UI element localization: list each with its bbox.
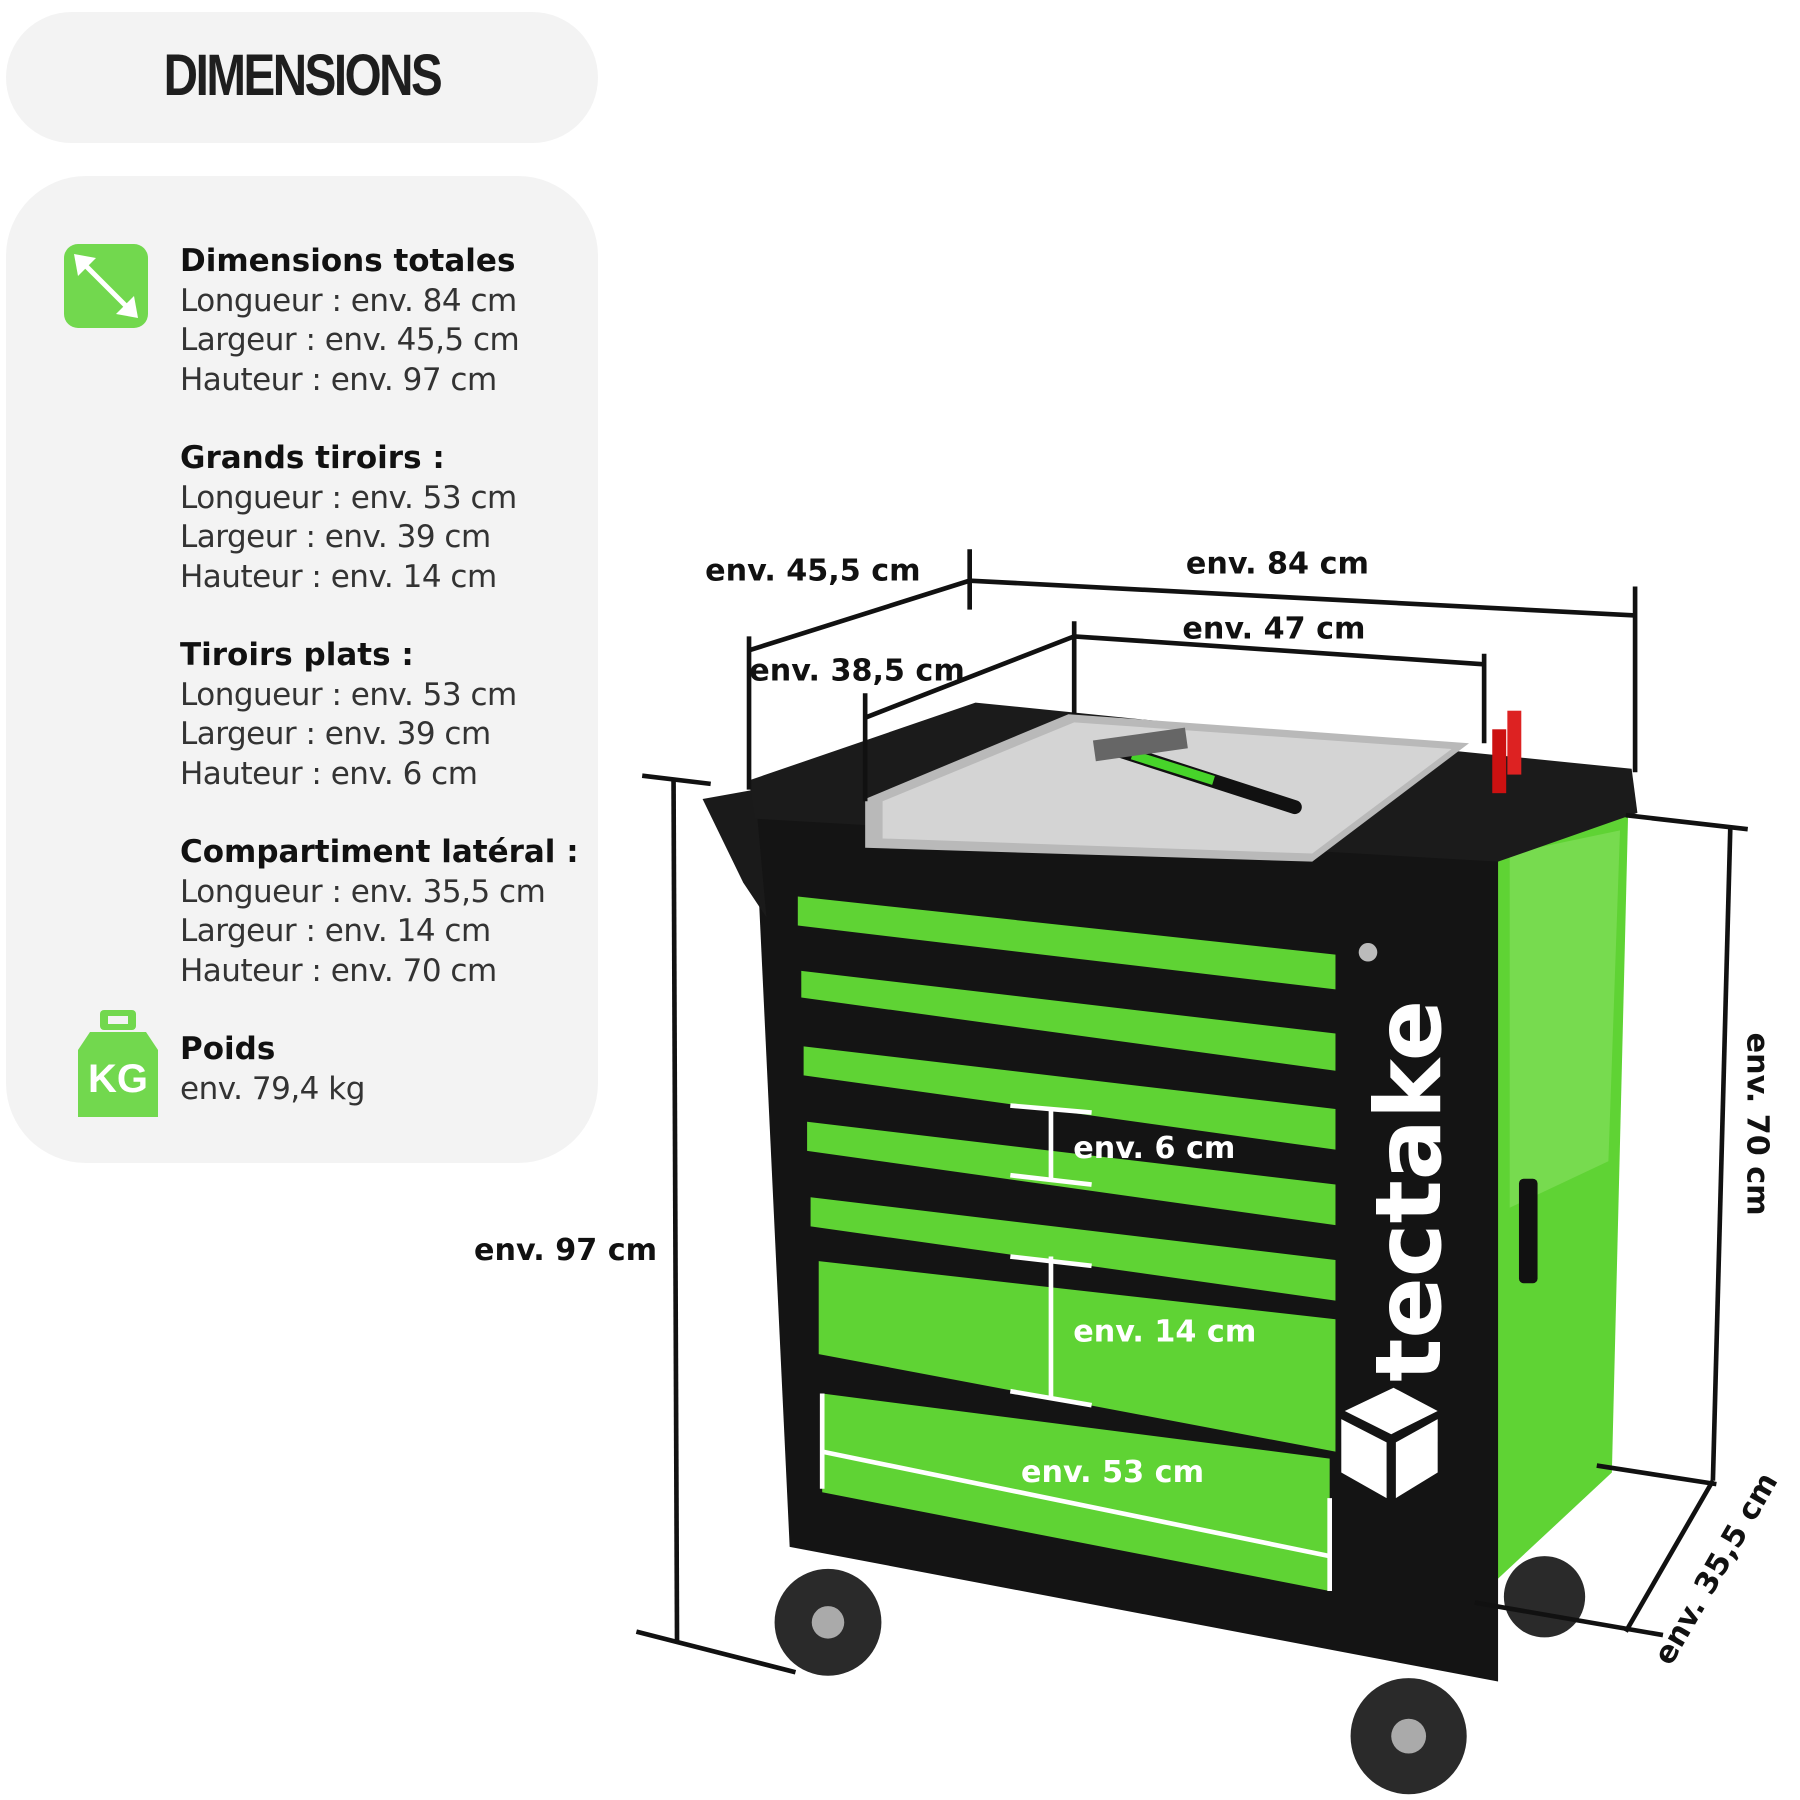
- label-tray-length: env. 47 cm: [1182, 612, 1365, 647]
- lock-icon: [1358, 942, 1378, 962]
- section-line: Hauteur : env. 97 cm: [180, 361, 497, 398]
- section-large-drawers: Grands tiroirs : Longueur : env. 53 cm L…: [180, 439, 517, 597]
- side-lock-icon: [1518, 1178, 1538, 1284]
- drawers: [797, 896, 1336, 1591]
- drawer: [797, 896, 1336, 990]
- drawer: [803, 1046, 1336, 1150]
- section-line: Largeur : env. 39 cm: [180, 716, 491, 752]
- section-heading: Poids: [180, 1031, 276, 1067]
- label-tray-depth: env. 38,5 cm: [749, 654, 965, 689]
- label-flat-drawer-height: env. 6 cm: [1073, 1131, 1235, 1166]
- section-line: Hauteur : env. 14 cm: [180, 558, 497, 595]
- label-drawer-length: env. 53 cm: [1021, 1455, 1204, 1490]
- drawer: [810, 1197, 1336, 1301]
- section-line: Largeur : env. 45,5 cm: [180, 322, 520, 358]
- label-depth-total: env. 45,5 cm: [705, 554, 921, 589]
- section-flat-drawers: Tiroirs plats : Longueur : env. 53 cm La…: [180, 636, 517, 794]
- svg-text:KG: KG: [88, 1057, 148, 1101]
- section-line: Hauteur : env. 70 cm: [180, 952, 497, 989]
- diagonal-arrows-icon: [64, 244, 148, 328]
- drawer-dimension-lines: [819, 1103, 1332, 1591]
- wheel: [1503, 1556, 1586, 1638]
- section-line: Largeur : env. 39 cm: [180, 519, 491, 555]
- section-line: Longueur : env. 84 cm: [180, 282, 517, 319]
- section-line: Hauteur : env. 6 cm: [180, 755, 478, 792]
- brand-logo-cube-icon: [1341, 1387, 1438, 1499]
- section-line: Longueur : env. 53 cm: [180, 479, 517, 516]
- drawer: [822, 1393, 1330, 1591]
- weight-kg-icon: KG: [78, 1010, 158, 1117]
- dimension-lines: [635, 549, 1749, 1675]
- section-heading: Tiroirs plats :: [180, 637, 414, 673]
- wheels: [774, 1556, 1586, 1795]
- section-line: Longueur : env. 53 cm: [180, 676, 517, 713]
- section-line: Longueur : env. 35,5 cm: [180, 873, 546, 910]
- label-height-total: env. 97 cm: [474, 1233, 657, 1268]
- label-side-height: env. 70 cm: [1740, 1033, 1775, 1216]
- drawer: [818, 1261, 1336, 1452]
- section-weight: Poids env. 79,4 kg: [180, 1030, 365, 1109]
- section-line: env. 79,4 kg: [180, 1070, 365, 1107]
- section-total-dimensions: Dimensions totales Longueur : env. 84 cm…: [180, 242, 520, 400]
- info-panel: [6, 176, 598, 1163]
- page-title: DIMENSIONS: [163, 43, 443, 108]
- label-large-drawer-height: env. 14 cm: [1073, 1314, 1256, 1349]
- header-panel: DIMENSIONS: [6, 12, 598, 143]
- label-side-depth: env. 35,5 cm: [1647, 1467, 1785, 1671]
- section-line: Largeur : env. 14 cm: [180, 913, 491, 949]
- section-heading: Dimensions totales: [180, 243, 516, 279]
- drawer: [807, 1121, 1336, 1226]
- drawer: [801, 970, 1336, 1071]
- brand-logo: tectake: [1357, 1000, 1462, 1382]
- label-length-total: env. 84 cm: [1186, 547, 1369, 582]
- section-heading: Compartiment latéral :: [180, 834, 579, 870]
- section-heading: Grands tiroirs :: [180, 440, 445, 476]
- section-side-compartment: Compartiment latéral : Longueur : env. 3…: [180, 833, 579, 991]
